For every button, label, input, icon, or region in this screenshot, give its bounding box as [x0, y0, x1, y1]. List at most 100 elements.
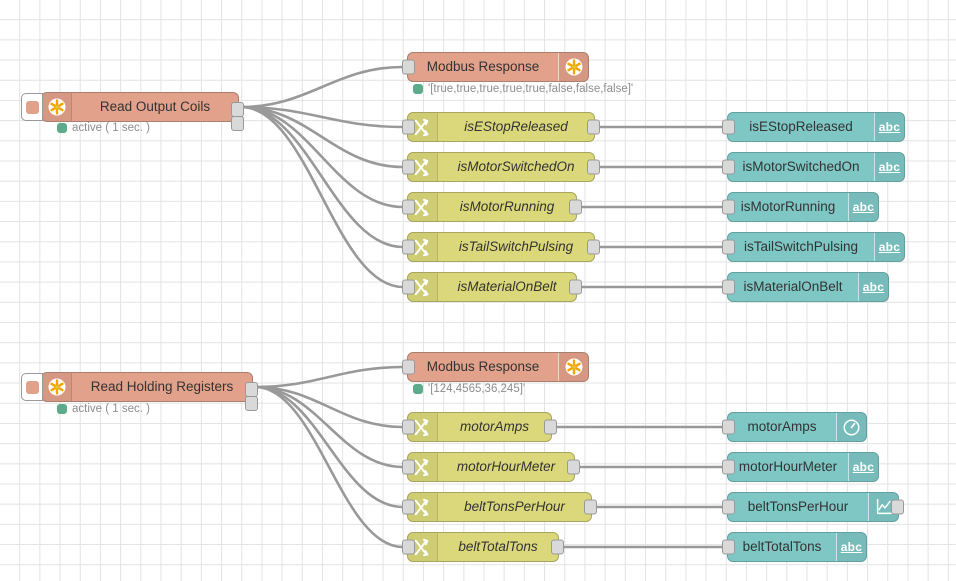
input-port[interactable] [402, 239, 415, 255]
node-label: isMaterialOnBelt [743, 279, 843, 295]
gauge-icon [836, 413, 866, 441]
node-output-beltTonsPerHour[interactable]: beltTonsPerHour [722, 492, 904, 522]
input-port[interactable] [722, 159, 735, 175]
input-port[interactable] [722, 239, 735, 255]
input-port[interactable] [402, 539, 415, 555]
status-dot-icon [413, 84, 423, 94]
input-port[interactable] [722, 499, 735, 515]
change-arrows-icon [408, 533, 438, 561]
status-text: '[true,true,true,true,true,false,false,f… [428, 83, 634, 95]
node-label: isTailSwitchPulsing [743, 239, 859, 255]
status-text: active ( 1 sec. ) [72, 122, 150, 134]
node-output-beltTotalTons[interactable]: beltTotalTons abc [722, 532, 867, 562]
output-port[interactable] [587, 239, 600, 255]
input-port[interactable] [402, 119, 415, 135]
abc-icon-text: abc [852, 460, 875, 474]
node-output-motorHourMeter[interactable]: motorHourMeter abc [722, 452, 879, 482]
abc-icon: abc [836, 533, 866, 561]
output-port[interactable] [569, 279, 582, 295]
node-label: isMotorSwitchedOn [457, 159, 575, 175]
node-change-motorHourMeter[interactable]: motorHourMeter [402, 452, 580, 482]
node-change-isMaterialOnBelt[interactable]: isMaterialOnBelt [402, 272, 582, 302]
input-port[interactable] [722, 419, 735, 435]
inject-square-icon [25, 100, 39, 114]
node-change-isEStopReleased[interactable]: isEStopReleased [402, 112, 600, 142]
status-dot-icon [57, 404, 67, 414]
output-port-secondary[interactable] [231, 116, 244, 131]
input-port[interactable] [402, 279, 415, 295]
node-change-motorAmps[interactable]: motorAmps [402, 412, 557, 442]
output-port[interactable] [231, 102, 244, 117]
node-label: Read Output Coils [99, 99, 211, 115]
output-port[interactable] [245, 382, 258, 397]
output-port-secondary[interactable] [245, 396, 258, 411]
node-label: beltTotalTons [742, 539, 822, 555]
output-port[interactable] [569, 199, 582, 215]
node-label: isEStopReleased [464, 119, 568, 135]
abc-icon-text: abc [878, 120, 901, 134]
node-label: beltTonsPerHour [464, 499, 565, 515]
node-output-isMotorSwitchedOn[interactable]: isMotorSwitchedOn abc [722, 152, 905, 182]
input-port[interactable] [722, 199, 735, 215]
input-port[interactable] [402, 359, 415, 375]
abc-icon-text: abc [840, 540, 863, 554]
input-port[interactable] [402, 459, 415, 475]
node-label: Modbus Response [426, 59, 540, 75]
node-modbus-response-registers[interactable]: Modbus Response [402, 352, 589, 382]
node-change-isTailSwitchPulsing[interactable]: isTailSwitchPulsing [402, 232, 600, 262]
abc-icon: abc [874, 153, 904, 181]
node-modbus-response-coils[interactable]: Modbus Response [402, 52, 589, 82]
input-port[interactable] [722, 279, 735, 295]
status-dot-icon [57, 123, 67, 133]
output-port[interactable] [544, 419, 557, 435]
input-port[interactable] [722, 459, 735, 475]
output-port[interactable] [587, 159, 600, 175]
inject-square-icon [25, 380, 39, 394]
abc-icon: abc [848, 453, 878, 481]
abc-icon: abc [848, 193, 878, 221]
output-port[interactable] [891, 499, 904, 515]
node-change-isMotorRunning[interactable]: isMotorRunning [402, 192, 582, 222]
node-read-output-coils[interactable]: Read Output Coils [21, 92, 244, 131]
input-port[interactable] [402, 59, 415, 75]
abc-icon-text: abc [852, 200, 875, 214]
node-label: isEStopReleased [749, 119, 853, 135]
node-label: isMaterialOnBelt [457, 279, 557, 295]
node-label: isTailSwitchPulsing [458, 239, 574, 255]
input-port[interactable] [402, 419, 415, 435]
output-port[interactable] [567, 459, 580, 475]
abc-icon-text: abc [878, 240, 901, 254]
inject-button[interactable] [21, 93, 43, 121]
node-read-holding-registers[interactable]: Read Holding Registers [21, 372, 258, 411]
node-output-motorAmps[interactable]: motorAmps [722, 412, 867, 442]
input-port[interactable] [402, 159, 415, 175]
node-output-isEStopReleased[interactable]: isEStopReleased abc [722, 112, 905, 142]
modbus-flower-icon [42, 93, 72, 121]
input-port[interactable] [722, 119, 735, 135]
node-status-read-output-coils: active ( 1 sec. ) [57, 122, 150, 134]
node-change-beltTonsPerHour[interactable]: beltTonsPerHour [402, 492, 597, 522]
abc-icon-text: abc [862, 280, 885, 294]
node-output-isMaterialOnBelt[interactable]: isMaterialOnBelt abc [722, 272, 889, 302]
abc-icon: abc [874, 233, 904, 261]
input-port[interactable] [402, 499, 415, 515]
node-status-modbus-response-registers: '[124,4565,36,245]' [413, 383, 525, 395]
node-label: Read Holding Registers [90, 379, 234, 395]
node-label: beltTotalTons [458, 539, 538, 555]
node-output-isTailSwitchPulsing[interactable]: isTailSwitchPulsing abc [722, 232, 905, 262]
inject-button[interactable] [21, 373, 43, 401]
input-port[interactable] [402, 199, 415, 215]
modbus-flower-icon [558, 353, 588, 381]
node-label: isMotorSwitchedOn [742, 159, 860, 175]
node-label: motorHourMeter [738, 459, 838, 475]
input-port[interactable] [722, 539, 735, 555]
output-port[interactable] [584, 499, 597, 515]
output-port[interactable] [587, 119, 600, 135]
node-change-beltTotalTons[interactable]: beltTotalTons [402, 532, 564, 562]
output-port[interactable] [551, 539, 564, 555]
node-change-isMotorSwitchedOn[interactable]: isMotorSwitchedOn [402, 152, 600, 182]
status-text: active ( 1 sec. ) [72, 403, 150, 415]
node-label: motorHourMeter [456, 459, 556, 475]
